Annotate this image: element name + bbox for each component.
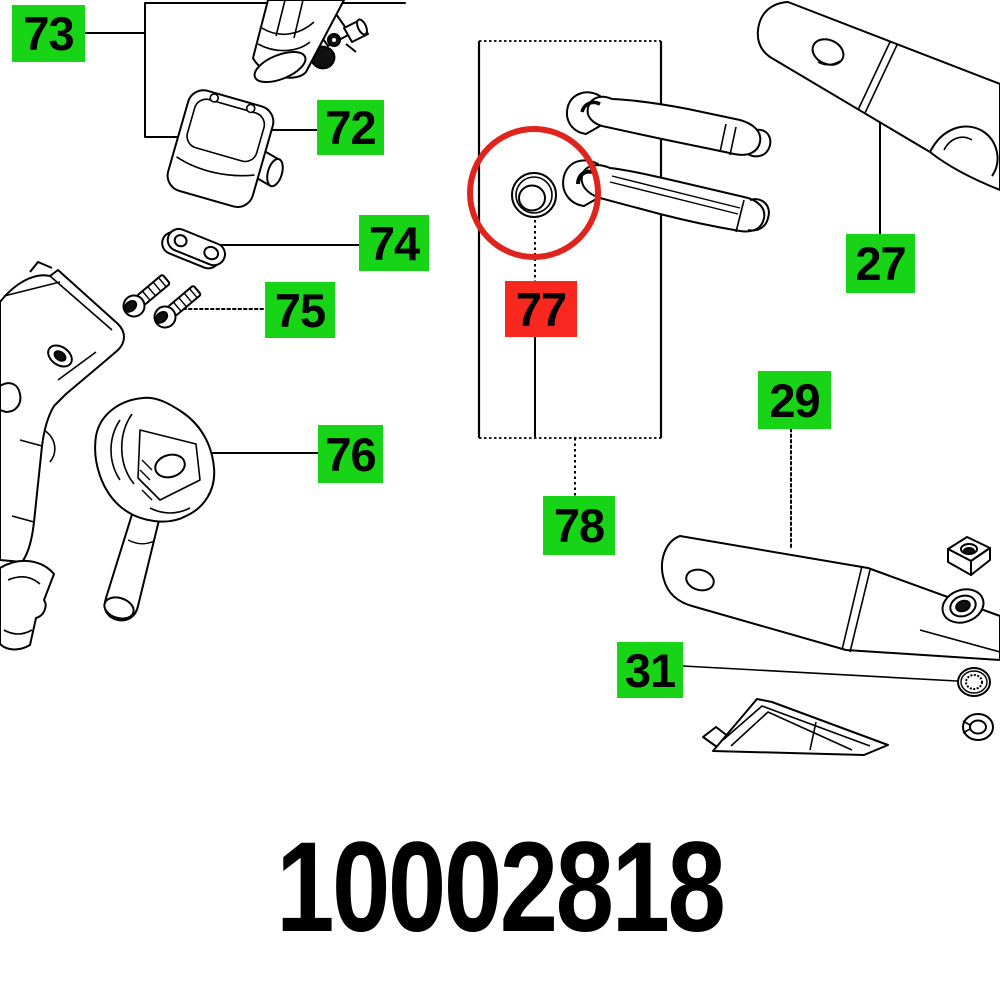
leader-31 <box>682 665 958 682</box>
leader-73 <box>84 2 406 138</box>
part-74-link <box>161 227 226 270</box>
part-72-switch-housing <box>166 89 284 208</box>
screw-2 <box>153 285 202 329</box>
part-label-78[interactable]: 78 <box>543 496 615 555</box>
screw-1 <box>122 274 171 318</box>
highlight-circle <box>467 126 601 260</box>
part-label-77-highlighted[interactable]: 77 <box>505 281 577 337</box>
part-76-cam-lever <box>94 396 216 622</box>
part-label-29[interactable]: 29 <box>758 371 831 429</box>
part-label-73[interactable]: 73 <box>12 5 85 62</box>
bottom-cover-block <box>702 698 889 756</box>
square-nut <box>947 536 991 576</box>
part-label-75[interactable]: 75 <box>265 282 335 338</box>
clamp-shell <box>0 559 55 651</box>
part-number-text: 10002818 <box>276 816 726 959</box>
part-label-72[interactable]: 72 <box>317 100 384 155</box>
part-number: 10002818 <box>0 824 1000 952</box>
part-75-screws <box>122 274 202 329</box>
part-78-lever-arms <box>562 91 772 233</box>
part-label-76[interactable]: 76 <box>318 425 383 483</box>
part-31-washers <box>957 667 994 741</box>
part-label-74[interactable]: 74 <box>359 215 429 271</box>
snap-ring <box>962 713 994 741</box>
upper-arm <box>566 91 772 158</box>
part-73-motor-assembly <box>252 0 369 84</box>
part-77-sealing-ring <box>511 172 557 218</box>
part-27-handle-tube <box>756 1 1000 191</box>
main-housing <box>0 261 125 651</box>
part-label-31[interactable]: 31 <box>617 642 683 698</box>
part-29-arm <box>661 535 1000 661</box>
lower-arm <box>562 159 770 233</box>
part-label-27[interactable]: 27 <box>846 234 915 293</box>
leader-lines <box>84 2 958 682</box>
